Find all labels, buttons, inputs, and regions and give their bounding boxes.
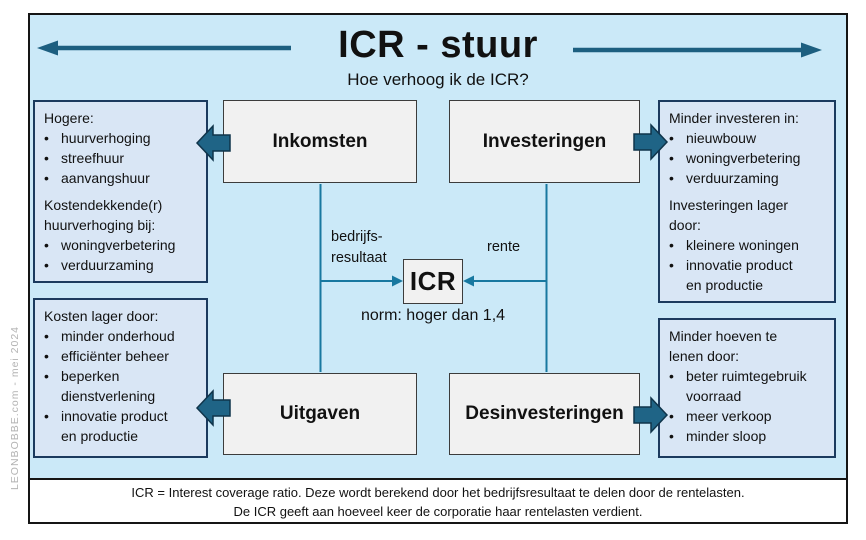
bullet-text: streefhuur <box>61 150 125 166</box>
bullet-dot: • <box>44 348 49 364</box>
label-rente: rente <box>487 239 521 255</box>
bullet-dot: • <box>44 150 49 166</box>
bullet-dot: • <box>669 150 674 166</box>
bullet-item: • kleinere woningen <box>669 235 828 255</box>
credit-text: LEONBOBBE.com - mei 2024 <box>9 325 21 491</box>
bullet-item: • verduurzaming <box>44 255 200 275</box>
bullet-dot: • <box>669 428 674 444</box>
bullet-dot: • <box>669 368 674 384</box>
label-bedrijfsresultaat-line2: resultaat <box>331 250 387 266</box>
bullet-dot: • <box>669 237 674 253</box>
bullet-item: • huurverhoging <box>44 128 200 148</box>
bullet-text: aanvangshuur <box>61 170 150 186</box>
bullet-dot: • <box>44 328 49 344</box>
bullet-dot: • <box>44 368 49 384</box>
bullet-text: beter ruimtegebruik <box>686 368 807 384</box>
bullet-item: • beter ruimtegebruik <box>669 366 828 386</box>
label-bedrijfsresultaat-line1: bedrijfs- <box>331 229 383 245</box>
panel-heading: Kostendekkende(r) <box>44 197 163 213</box>
bullet-text: kleinere woningen <box>686 237 799 253</box>
bullet-item-continuation: en productie <box>61 428 139 444</box>
bullet-dot: • <box>669 408 674 424</box>
bullet-dot: • <box>44 237 49 253</box>
panel-heading: Minder hoeven te <box>669 328 778 344</box>
panel-heading: Minder investeren in: <box>669 110 799 126</box>
bullet-text: verduurzaming <box>61 257 154 273</box>
bullet-item: • innovatie product <box>669 255 828 275</box>
bullet-item: • minder onderhoud <box>44 326 200 346</box>
footer-line-2: De ICR geeft aan hoeveel keer de corpora… <box>233 503 643 519</box>
bullet-item: • beperken <box>44 366 200 386</box>
bullet-text: meer verkoop <box>686 408 772 424</box>
bullet-text: huurverhoging <box>61 130 151 146</box>
panel-heading: Kosten lager door: <box>44 308 159 324</box>
bullet-text: beperken <box>61 368 120 384</box>
bullet-dot: • <box>44 130 49 146</box>
node-uitgaven: Uitgaven <box>223 373 417 455</box>
bullet-text: woningverbetering <box>686 150 801 166</box>
panel-higher-rents: Hogere: • huurverhoging • streefhuur • aanvang… <box>33 100 208 283</box>
footer-line-1: ICR = Interest coverage ratio. Deze word… <box>131 485 745 500</box>
bullet-text: efficiënter beheer <box>61 348 169 364</box>
bullet-dot: • <box>44 170 49 186</box>
label-bedrijfsresultaat: bedrijfs- resultaat <box>331 227 387 269</box>
bullet-dot: • <box>44 408 49 424</box>
icr-norm-text: norm: hoger dan 1,4 <box>360 307 506 324</box>
bullet-item: • meer verkoop <box>669 406 828 426</box>
bullet-item: • streefhuur <box>44 148 200 168</box>
bullet-dot: • <box>669 130 674 146</box>
bullet-text: nieuwbouw <box>686 130 757 146</box>
bullet-item: • efficiënter beheer <box>44 346 200 366</box>
node-icr: ICR <box>403 259 463 304</box>
bullet-text: minder sloop <box>686 428 767 444</box>
panel-heading: lenen door: <box>669 348 740 364</box>
bullet-item: • verduurzaming <box>669 168 828 188</box>
node-desinvesteringen: Desinvesteringen <box>449 373 640 455</box>
bullet-item-continuation: en productie <box>686 277 764 293</box>
node-investeringen: Investeringen <box>449 100 640 183</box>
bullet-text: woningverbetering <box>61 237 176 253</box>
bullet-item: • woningverbetering <box>669 148 828 168</box>
bullet-dot: • <box>669 170 674 186</box>
bullet-item-continuation: dienstverlening <box>61 388 156 404</box>
panel-heading: huurverhoging bij: <box>44 217 156 233</box>
bullet-text: innovatie product <box>61 408 168 424</box>
bullet-text: minder onderhoud <box>61 328 175 344</box>
bullet-item: • innovatie product <box>44 406 200 426</box>
bullet-item: • minder sloop <box>669 426 828 446</box>
panel-heading: Investeringen lager <box>669 197 789 213</box>
bullet-text: verduurzaming <box>686 170 779 186</box>
panel-less-investment: Minder investeren in: • nieuwbouw • woningve… <box>658 100 836 303</box>
panel-lower-costs: Kosten lager door: • minder onderhoud • effi… <box>33 298 208 458</box>
panel-less-borrowing: Minder hoeven te lenen door: • beter ruimte… <box>658 318 836 458</box>
footer-note: ICR = Interest coverage ratio. Deze word… <box>30 478 846 522</box>
bullet-dot: • <box>44 257 49 273</box>
bullet-item: • woningverbetering <box>44 235 200 255</box>
bullet-text: innovatie product <box>686 257 793 273</box>
panel-heading: door: <box>669 217 701 233</box>
bullet-item: • nieuwbouw <box>669 128 828 148</box>
bullet-item: • aanvangshuur <box>44 168 200 188</box>
bullet-item-continuation: voorraad <box>686 388 742 404</box>
page-subtitle: Hoe verhoog ik de ICR? <box>347 70 529 89</box>
node-inkomsten: Inkomsten <box>223 100 417 183</box>
panel-heading: Hogere: <box>44 110 94 126</box>
page-title: ICR - stuur <box>338 24 538 66</box>
bullet-dot: • <box>669 257 674 273</box>
